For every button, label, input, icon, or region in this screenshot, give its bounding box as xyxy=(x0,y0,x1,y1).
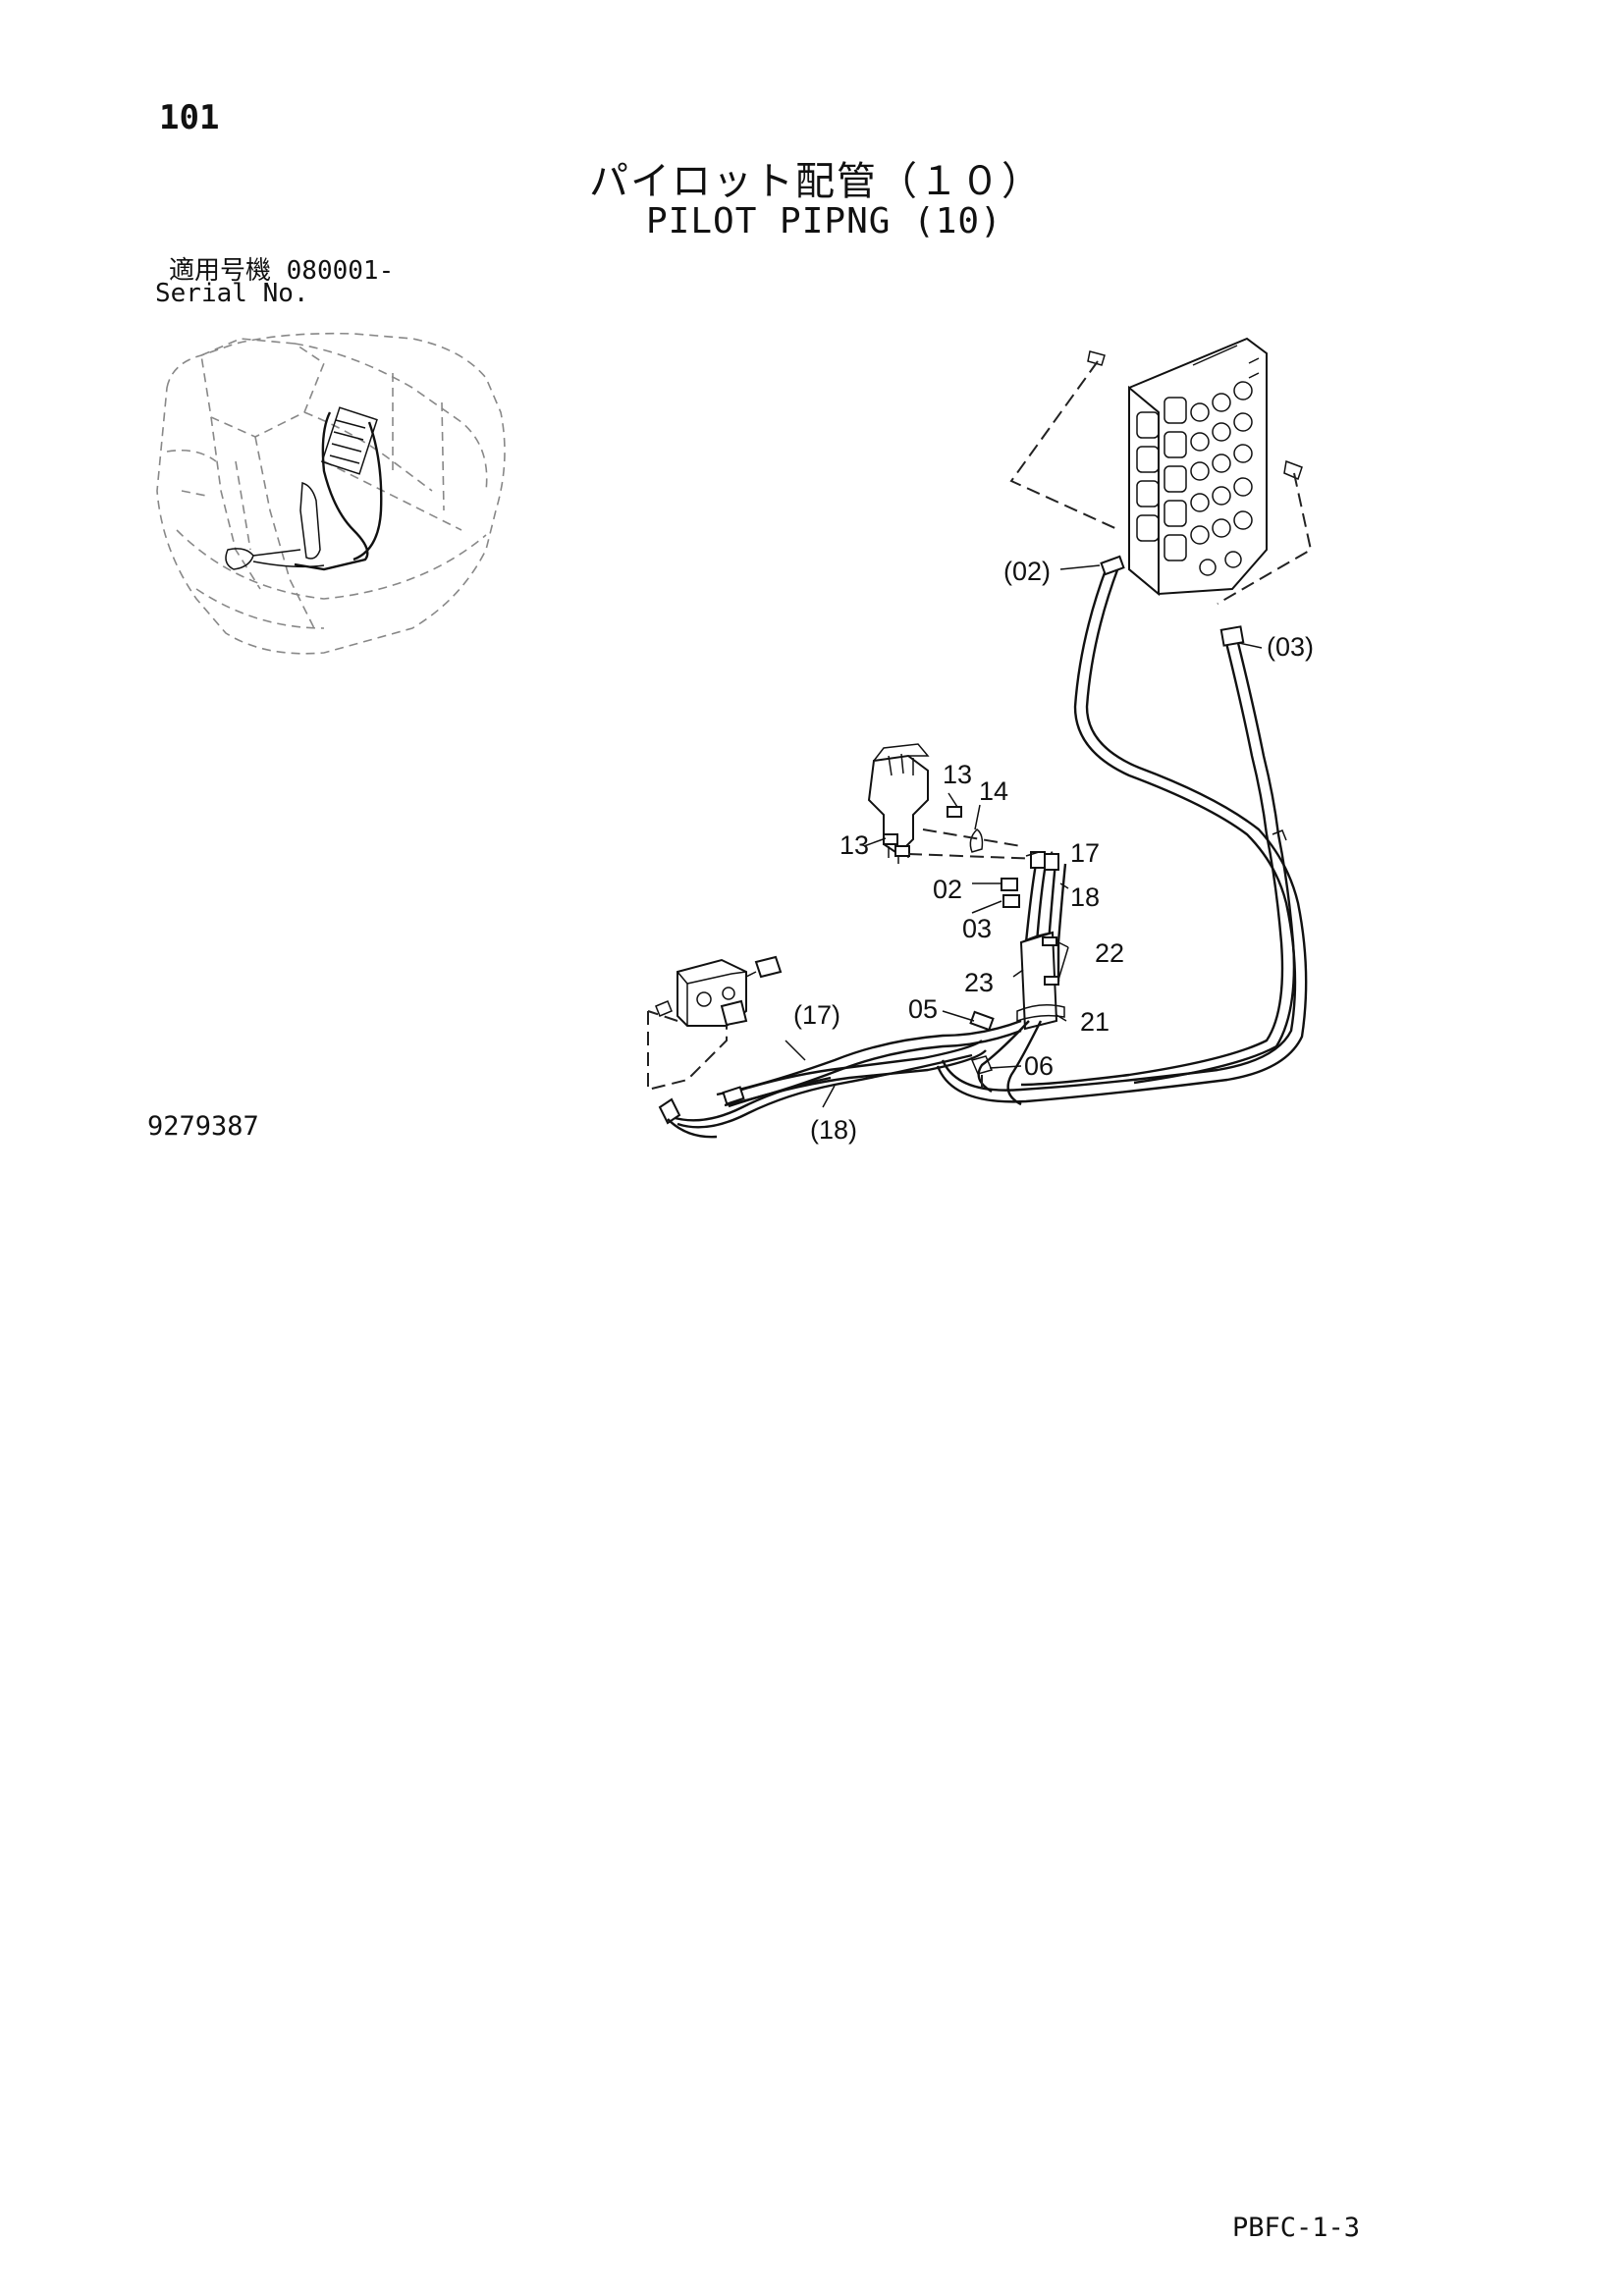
drawing-number: 9279387 xyxy=(147,1111,259,1142)
callout-18: 18 xyxy=(1070,882,1100,912)
serial-number-label: Serial No. xyxy=(155,279,309,308)
serial-range-japanese: 適用号機 080001- xyxy=(169,256,395,286)
pilot-hose-02-03 xyxy=(936,555,1308,1103)
hose-bundle-with-protector xyxy=(716,851,1067,1107)
pilot-hose-17-18 xyxy=(658,1040,987,1139)
callout-17: 17 xyxy=(1070,838,1100,868)
callout-18-paren: (18) xyxy=(810,1115,857,1145)
callout-02-paren: (02) xyxy=(1003,557,1051,586)
callout-13-lower: 13 xyxy=(839,830,869,860)
callout-labels: (02) (03) 13 14 13 17 02 18 03 22 23 05 … xyxy=(793,557,1314,1145)
callout-13-upper: 13 xyxy=(943,760,972,789)
sheet-code: PBFC-1-3 xyxy=(1232,2213,1361,2243)
callout-21: 21 xyxy=(1080,1007,1110,1037)
pilot-valve-unit xyxy=(867,743,1054,864)
callout-03: 03 xyxy=(962,914,992,943)
title-japanese: パイロット配管（１０） xyxy=(589,159,1043,204)
title-english: PILOT PIPNG (10) xyxy=(646,201,1002,241)
callout-02: 02 xyxy=(933,875,962,904)
page-number: 101 xyxy=(159,98,220,137)
callout-22: 22 xyxy=(1095,938,1124,968)
control-valve-assembly xyxy=(1009,337,1313,605)
callout-05: 05 xyxy=(908,994,938,1024)
machine-overview-illustration xyxy=(156,332,506,655)
callout-23: 23 xyxy=(964,968,994,997)
callout-06: 06 xyxy=(1024,1051,1054,1081)
callout-leaders xyxy=(785,564,1263,1108)
callout-17-paren: (17) xyxy=(793,1000,840,1030)
callout-14: 14 xyxy=(979,776,1008,806)
callout-03-paren: (03) xyxy=(1267,632,1314,662)
travel-pedal-valve-block xyxy=(647,955,783,1092)
